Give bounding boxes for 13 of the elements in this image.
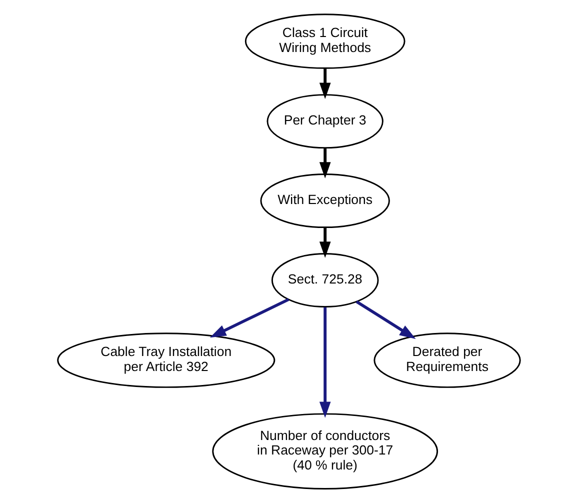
node-ellipse: With Exceptions <box>260 174 390 228</box>
arrow <box>318 307 330 418</box>
node-ellipse: Sect. 725.28 <box>270 253 378 308</box>
arrow <box>209 298 289 338</box>
node-ellipse: Number of conductors in Raceway per 300-17 (40 % rule) <box>212 413 438 490</box>
node-ellipse: Cable Tray Installation per Article 392 <box>56 332 275 388</box>
node-ellipse: Per Chapter 3 <box>266 94 383 149</box>
node-ellipse: Derated per Requirements <box>373 332 520 388</box>
arrow <box>355 300 416 339</box>
arrow <box>318 227 330 258</box>
arrow <box>318 68 330 99</box>
arrow <box>318 148 330 178</box>
node-ellipse: Class 1 Circuit Wiring Methods <box>244 14 405 69</box>
